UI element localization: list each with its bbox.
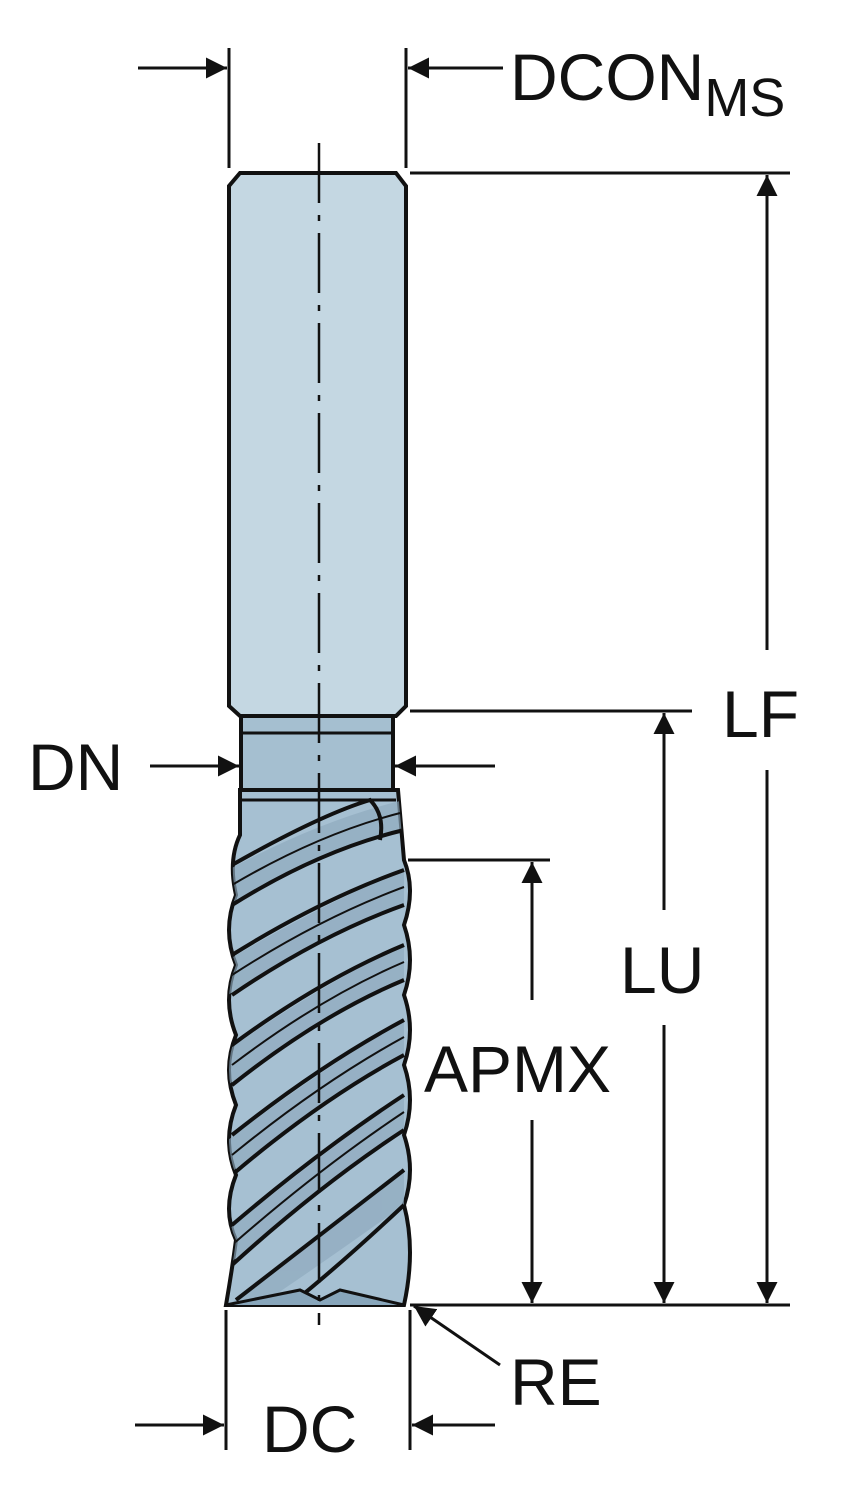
dn-label: DN <box>28 730 123 804</box>
shank <box>227 171 408 718</box>
dcon-subscript: MS <box>704 68 785 128</box>
lu-label: LU <box>620 933 704 1007</box>
extension-lines <box>224 48 790 1450</box>
end-mill-tool <box>223 143 412 1325</box>
lf-label: LF <box>722 677 799 751</box>
re-label: RE <box>510 1345 602 1419</box>
dc-label: DC <box>262 1392 357 1466</box>
dcon-label: DCONMS <box>510 40 785 128</box>
apmx-label: APMX <box>424 1032 611 1106</box>
dimension-labels: DCONMS LF DN LU APMX RE DC <box>28 40 799 1466</box>
dimension-lines <box>135 57 778 1436</box>
re-leader-arrow <box>413 1304 501 1367</box>
neck <box>239 714 395 792</box>
